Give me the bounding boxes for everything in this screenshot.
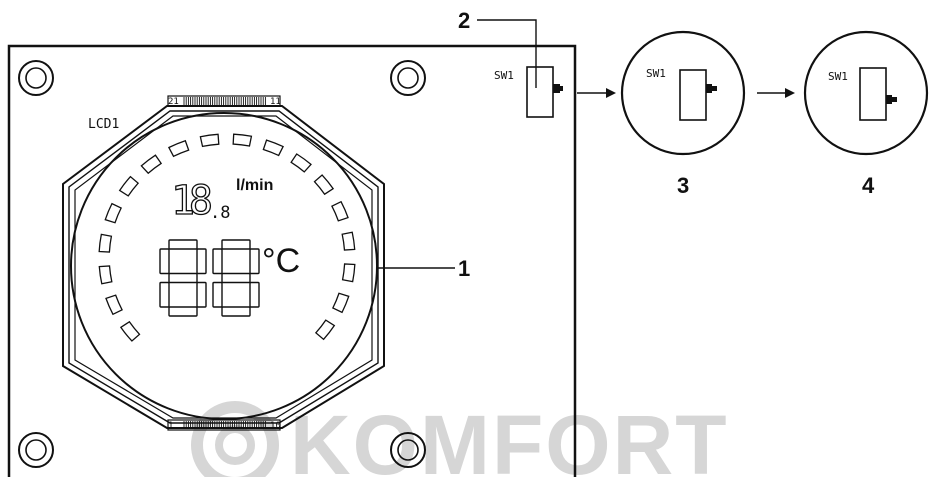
watermark-logo-ring [191, 401, 279, 481]
sw1-label-pos3: SW1 [646, 67, 666, 80]
ring-segment [232, 133, 253, 147]
ring-segment [341, 263, 356, 283]
seven-seg-segment [221, 306, 251, 317]
sw1-body-pos4 [859, 67, 887, 121]
seven-seg-segment [159, 248, 170, 275]
mounting-hole-bottom-left [18, 432, 54, 468]
callout-label-2: 2 [458, 8, 470, 33]
seven-seg-segment [249, 281, 260, 308]
ring-segment [140, 154, 163, 175]
callout-label-4: 4 [862, 173, 875, 198]
seven-seg-segment [221, 272, 251, 284]
seven-seg-segment [168, 272, 198, 284]
sw1-body [526, 66, 554, 118]
ring-segment [262, 139, 284, 157]
lcd-outline-middle [68, 110, 379, 424]
sw1-label-board: SW1 [494, 69, 514, 82]
switch-position-4-detail: SW1 4 [803, 30, 929, 198]
switch-sw1-board: SW1 [494, 66, 563, 118]
ring-segment [98, 233, 113, 253]
seven-seg-segment [249, 248, 260, 275]
ring-segment [118, 175, 140, 197]
ring-segment [331, 292, 350, 314]
sw1-slider-pos4 [886, 95, 892, 104]
sw1-slider [553, 84, 560, 93]
lcd-pins-top [183, 97, 266, 105]
ring-segment [199, 133, 220, 148]
lcd-pin-header-top [167, 95, 281, 107]
pin-label-1: 1 [168, 421, 173, 431]
arrow-to-position-4 [757, 88, 795, 98]
lcd-outline-inner [74, 115, 373, 419]
flow-decimal: .8 [210, 203, 230, 223]
sw1-knob-pos4 [891, 97, 897, 102]
callout-label-1: 1 [458, 256, 470, 281]
pin-label-21: 21 [168, 97, 179, 107]
callout-line-2 [477, 19, 537, 88]
pin-label-10: 10 [270, 421, 281, 431]
lcd-outline-outer [62, 105, 385, 429]
watermark-logo-core [215, 425, 255, 465]
lcd-ref-label: LCD1 [88, 117, 119, 132]
ring-segment [168, 139, 190, 158]
lcd-pin-header-bottom [167, 419, 281, 431]
ring-segment [104, 202, 123, 224]
seven-seg-digit [212, 239, 260, 317]
flow-unit: l/min [236, 177, 273, 194]
seven-seg-segment [168, 306, 198, 317]
ring-segment [341, 231, 356, 251]
lcd-viewing-circle [70, 112, 378, 420]
ring-segment [119, 320, 141, 342]
mounting-hole-bottom-right [390, 432, 426, 468]
detail-circle-4 [803, 30, 929, 156]
mounting-hole-top-left [18, 60, 54, 96]
ring-segment [98, 265, 113, 285]
arrow-to-position-3 [577, 88, 616, 98]
watermark-text: KOMFORT [290, 398, 729, 477]
seven-seg-segment [196, 248, 207, 275]
mounting-hole-top-right [390, 60, 426, 96]
seven-seg-segment [221, 239, 251, 250]
sw1-slider-pos3 [706, 84, 712, 93]
sw1-knob-pos3 [711, 86, 717, 91]
pin-label-11: 11 [270, 97, 281, 107]
sw1-body-pos3 [679, 69, 707, 121]
temperature-digits [159, 239, 260, 317]
pcb-board [7, 44, 577, 481]
seven-seg-segment [212, 281, 223, 308]
ring-segment [331, 200, 349, 222]
temperature-unit: °C [262, 242, 300, 280]
seven-seg-digit [159, 239, 207, 317]
lcd-pins-bottom [183, 421, 266, 429]
seven-seg-segment [196, 281, 207, 308]
callout-label-3: 3 [677, 173, 689, 198]
seven-seg-segment [168, 239, 198, 250]
ring-segment [314, 319, 336, 341]
lcd-module: 21 11 1 10 18 .8 l/min °C [62, 95, 385, 431]
ring-segment [313, 174, 335, 196]
seven-seg-segment [159, 281, 170, 308]
switch-position-3-detail: SW1 3 [620, 30, 746, 198]
ring-segment [290, 153, 312, 173]
flow-digits: 18 [171, 178, 213, 224]
sw1-knob [558, 86, 563, 91]
ring-segment [105, 294, 123, 316]
seven-seg-segment [212, 248, 223, 275]
detail-circle-3 [620, 30, 746, 156]
sw1-label-pos4: SW1 [828, 70, 848, 83]
watermark: KOMFORT [191, 398, 729, 481]
flow-readout: 18 .8 l/min [170, 177, 273, 225]
lcd-segment-ring [98, 133, 356, 342]
